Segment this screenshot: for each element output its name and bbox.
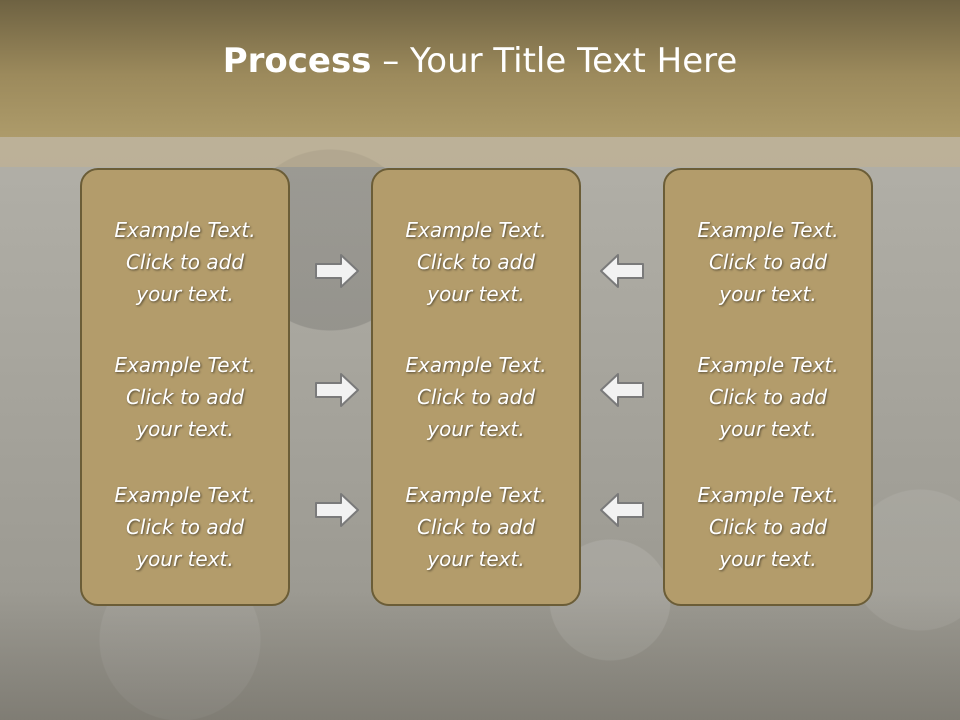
text-line: your text. (719, 417, 817, 441)
left-arrow-icon (600, 373, 644, 407)
right-arrow-icon (315, 254, 359, 288)
text-line: Click to add (125, 515, 245, 539)
text-block[interactable]: Example Text. Click to add your text. (373, 214, 579, 310)
process-panel-right[interactable]: Example Text. Click to add your text. Ex… (663, 168, 873, 606)
left-arrow-icon (600, 493, 644, 527)
text-line: Click to add (708, 385, 828, 409)
text-line: Click to add (416, 385, 536, 409)
text-block[interactable]: Example Text. Click to add your text. (82, 479, 288, 575)
text-line: Click to add (708, 515, 828, 539)
text-line: Example Text. (405, 218, 547, 242)
text-line: Example Text. (405, 483, 547, 507)
text-line: Click to add (416, 250, 536, 274)
text-line: Example Text. (697, 353, 839, 377)
text-block[interactable]: Example Text. Click to add your text. (82, 214, 288, 310)
text-line: Click to add (125, 385, 245, 409)
title-bold: Process (222, 40, 372, 81)
text-line: Example Text. (114, 483, 256, 507)
background-bottom-shade (0, 590, 960, 720)
text-line: Example Text. (405, 353, 547, 377)
text-block[interactable]: Example Text. Click to add your text. (373, 349, 579, 445)
text-line: Click to add (125, 250, 245, 274)
text-block[interactable]: Example Text. Click to add your text. (665, 479, 871, 575)
text-line: your text. (136, 282, 234, 306)
slide-title[interactable]: Process – Your Title Text Here (223, 41, 738, 81)
text-line: your text. (427, 547, 525, 571)
title-rest: – Your Title Text Here (371, 40, 738, 81)
text-line: Example Text. (697, 483, 839, 507)
right-arrow-icon (315, 373, 359, 407)
text-line: Example Text. (114, 218, 256, 242)
text-line: your text. (719, 282, 817, 306)
title-bar: Process – Your Title Text Here (0, 0, 960, 137)
right-arrow-icon (315, 493, 359, 527)
title-bar-shadow (0, 137, 960, 167)
text-block[interactable]: Example Text. Click to add your text. (373, 479, 579, 575)
text-line: your text. (719, 547, 817, 571)
text-block[interactable]: Example Text. Click to add your text. (665, 349, 871, 445)
text-line: your text. (136, 547, 234, 571)
process-panel-center[interactable]: Example Text. Click to add your text. Ex… (371, 168, 581, 606)
text-block[interactable]: Example Text. Click to add your text. (82, 349, 288, 445)
text-line: your text. (427, 282, 525, 306)
text-line: Example Text. (697, 218, 839, 242)
text-line: your text. (136, 417, 234, 441)
text-line: Click to add (416, 515, 536, 539)
text-line: Example Text. (114, 353, 256, 377)
left-arrow-icon (600, 254, 644, 288)
text-block[interactable]: Example Text. Click to add your text. (665, 214, 871, 310)
process-panel-left[interactable]: Example Text. Click to add your text. Ex… (80, 168, 290, 606)
text-line: Click to add (708, 250, 828, 274)
text-line: your text. (427, 417, 525, 441)
